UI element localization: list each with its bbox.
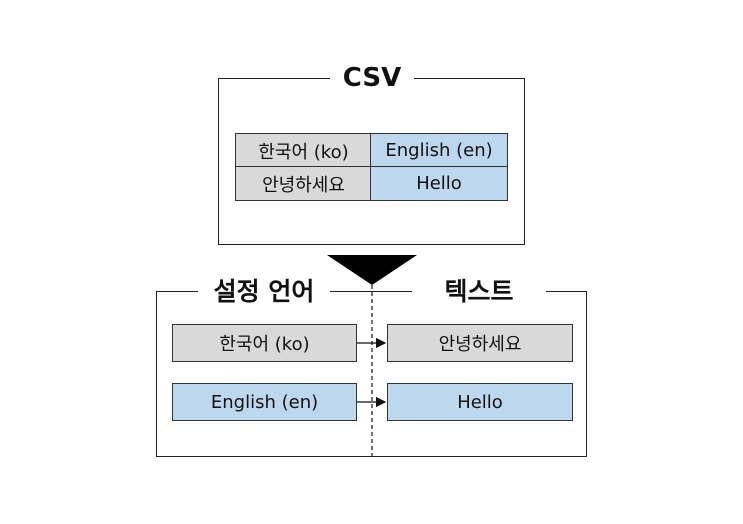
csv-value-en: Hello (370, 166, 508, 201)
row-1-language: 한국어 (ko) (172, 324, 357, 362)
row-1-text: 안녕하세요 (387, 324, 573, 362)
csv-title: CSV (330, 62, 414, 94)
down-arrow-triangle (327, 255, 417, 285)
row-2-language: English (en) (172, 383, 357, 421)
csv-header-en: English (en) (370, 133, 508, 168)
row-2-text: Hello (387, 383, 573, 421)
language-setting-title: 설정 언어 (198, 275, 330, 309)
text-title: 텍스트 (412, 275, 546, 309)
